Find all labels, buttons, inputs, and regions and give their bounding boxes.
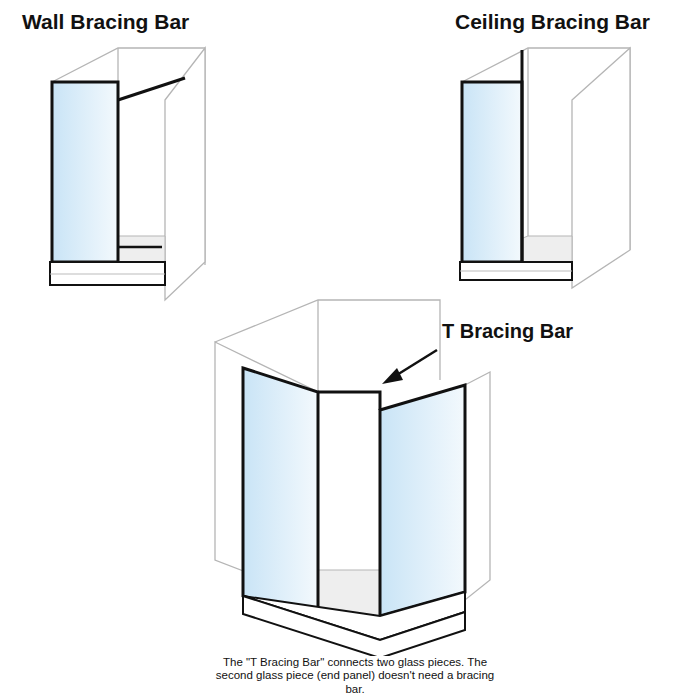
t-bracing-figure <box>215 300 490 658</box>
heading-label: T Bracing Bar <box>442 320 573 343</box>
caption-note: The "T Bracing Bar" connects two glass p… <box>205 656 505 697</box>
wall-bracing-figure <box>50 48 205 300</box>
heading-label: Ceiling Bracing Bar <box>455 10 650 34</box>
ceiling-bracing-figure <box>460 48 630 288</box>
heading-label: Wall Bracing Bar <box>22 10 189 34</box>
